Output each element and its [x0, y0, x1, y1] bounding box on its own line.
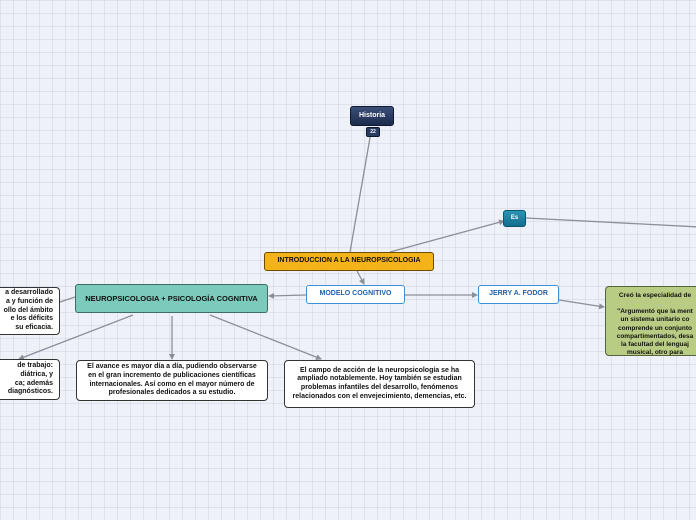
- left-top-line: a desarrollado: [5, 289, 53, 297]
- avance-text: El avance es mayor día a día, pudiendo o…: [87, 363, 257, 397]
- neuro-cognitiva-node[interactable]: NEUROPSICOLOGIA + PSICOLOGÍA COGNITIVA: [75, 284, 268, 313]
- connector-es-offscreen: [525, 217, 696, 228]
- historia-count-badge: 22: [366, 127, 380, 137]
- intro-label: INTRODUCCION A LA NEUROPSICOLOGIA: [277, 257, 421, 265]
- campo-node[interactable]: El campo de acción de la neuropsicología…: [284, 360, 475, 408]
- connector-intro-es: [389, 219, 505, 253]
- left-bottom-line: diagnósticos.: [7, 388, 53, 396]
- campo-text: El campo de acción de la neuropsicología…: [292, 366, 467, 400]
- connector-neuro-campo: [209, 314, 322, 360]
- left-bottom-line: ca; además: [14, 379, 53, 387]
- historia-badge-count: 22: [370, 129, 376, 135]
- jerry-fodor-label: JERRY A. FODOR: [489, 290, 548, 298]
- connector-neuro-left-bottom: [18, 314, 134, 360]
- left-top-line: ollo del ámbito: [3, 306, 53, 314]
- es-label: Es: [510, 214, 519, 221]
- left-top-line: a y función de: [5, 297, 53, 305]
- left-top-text: a desarrollado a y función de ollo del á…: [4, 289, 53, 333]
- fodor-note-node[interactable]: Creó la especialidad de "Argumentó que l…: [605, 286, 696, 356]
- connector-intro-historia: [349, 131, 372, 253]
- connector-jerry-note: [558, 299, 605, 310]
- avance-node[interactable]: El avance es mayor día a día, pudiendo o…: [76, 360, 268, 401]
- modelo-cognitivo-label: MODELO COGNITIVO: [319, 290, 392, 298]
- jerry-fodor-node[interactable]: JERRY A. FODOR: [478, 285, 559, 304]
- left-top-line: su eficacia.: [15, 324, 53, 332]
- historia-node[interactable]: Historia: [350, 106, 394, 126]
- connector-intro-modelo: [356, 270, 365, 285]
- neuro-cognitiva-label: NEUROPSICOLOGIA + PSICOLOGÍA COGNITIVA: [85, 293, 258, 303]
- left-bottom-line: diátrica, y: [20, 370, 53, 378]
- left-top-node[interactable]: a desarrollado a y función de ollo del á…: [0, 287, 60, 335]
- historia-label: Historia: [358, 111, 386, 119]
- intro-node[interactable]: INTRODUCCION A LA NEUROPSICOLOGIA: [264, 252, 434, 271]
- connector-modelo-neuro: [268, 292, 307, 299]
- left-bottom-text: de trabajo: diátrica, y ca; además diagn…: [8, 362, 53, 397]
- left-bottom-line: de trabajo:: [17, 362, 53, 369]
- es-node[interactable]: Es: [503, 210, 526, 227]
- left-bottom-node[interactable]: de trabajo: diátrica, y ca; además diagn…: [0, 359, 60, 400]
- fodor-note-text: Creó la especialidad de "Argumentó que l…: [616, 292, 694, 356]
- connector-neuro-left-top: [59, 296, 76, 303]
- modelo-cognitivo-node[interactable]: MODELO COGNITIVO: [306, 285, 405, 304]
- left-top-line: e los déficits: [10, 315, 53, 323]
